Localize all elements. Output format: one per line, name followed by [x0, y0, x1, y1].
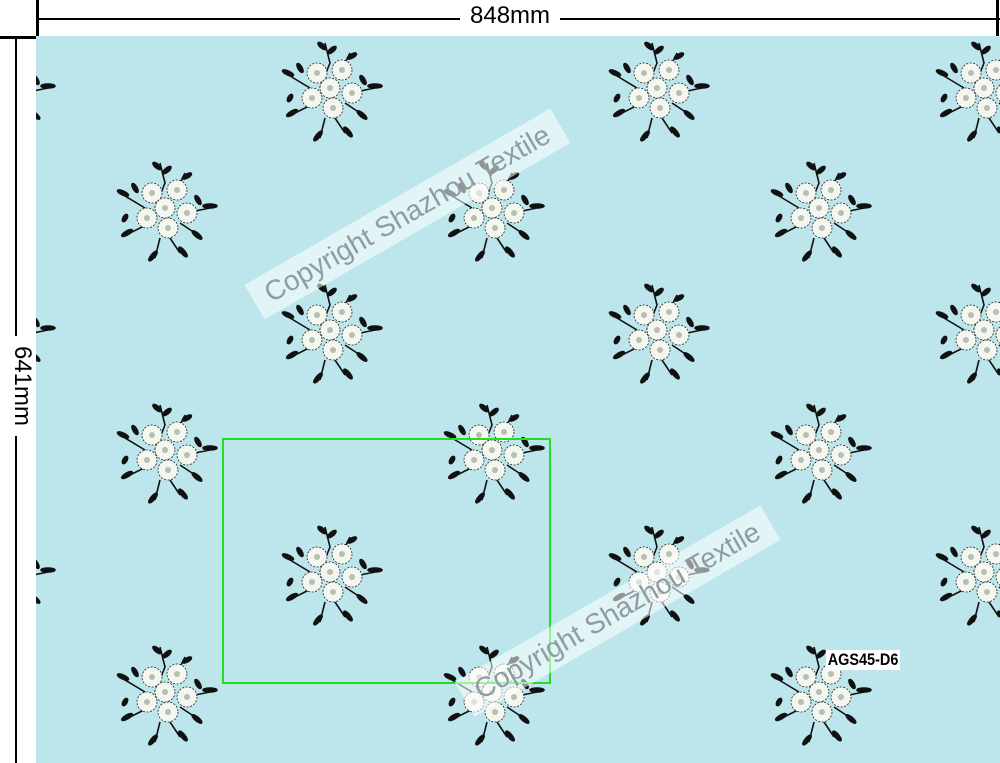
floral-motif	[36, 282, 56, 385]
textile-pattern-preview: Copyright Shazhou Textile Copyright Shaz…	[36, 36, 1000, 763]
floral-motif	[280, 40, 383, 143]
height-dimension-label: 641mm	[8, 335, 37, 437]
floral-motif	[934, 282, 1000, 385]
design-code-label: AGS45-D6	[826, 650, 901, 670]
floral-motif	[934, 40, 1000, 143]
width-dimension-label: 848mm	[460, 2, 561, 30]
floral-motif	[36, 40, 56, 143]
repeat-unit-outline	[222, 438, 551, 684]
floral-motif	[769, 402, 872, 505]
floral-motif	[115, 402, 218, 505]
floral-motif	[115, 644, 218, 747]
ruler-top-tick-left	[36, 0, 39, 36]
ruler-left-tick-top	[0, 36, 36, 39]
floral-motif	[607, 282, 710, 385]
floral-motif	[36, 524, 56, 627]
floral-motif	[607, 40, 710, 143]
floral-motif	[115, 160, 218, 263]
floral-motif	[934, 524, 1000, 627]
ruler-top-tick-right	[996, 0, 999, 36]
floral-motif	[769, 160, 872, 263]
